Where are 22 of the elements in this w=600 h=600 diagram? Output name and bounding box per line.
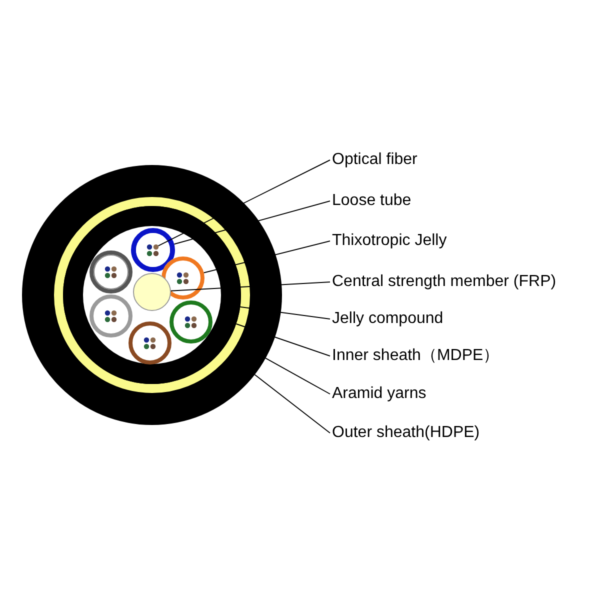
inner-sheath-ring [63, 206, 241, 384]
callout-label: Thixotropic Jelly [332, 231, 447, 251]
callout-label: Inner sheath（MDPE） [332, 346, 500, 366]
callout-label: Aramid yarns [332, 384, 426, 404]
leader-line [174, 200, 330, 245]
central-member-circle [133, 273, 171, 311]
leader-line [158, 160, 330, 246]
leader-line [220, 304, 330, 320]
callout-label: Loose tube [332, 191, 412, 211]
callout-label: Central strength member (FRP) [332, 272, 556, 292]
callout-label: Optical fiber [332, 150, 418, 170]
outer-sheath-disk [22, 165, 282, 425]
fiber-dot [153, 244, 159, 250]
leader-line [236, 323, 330, 356]
callout-label: Outer sheath(HDPE) [332, 423, 480, 443]
aramid-yarn-ring [54, 197, 250, 393]
loose-tube-ring [131, 228, 175, 272]
leader-line [203, 240, 330, 274]
callout-label: Jelly compound [332, 309, 444, 329]
leader-line [237, 342, 330, 394]
leader-line [254, 374, 330, 434]
jelly-compound-core [83, 226, 221, 364]
